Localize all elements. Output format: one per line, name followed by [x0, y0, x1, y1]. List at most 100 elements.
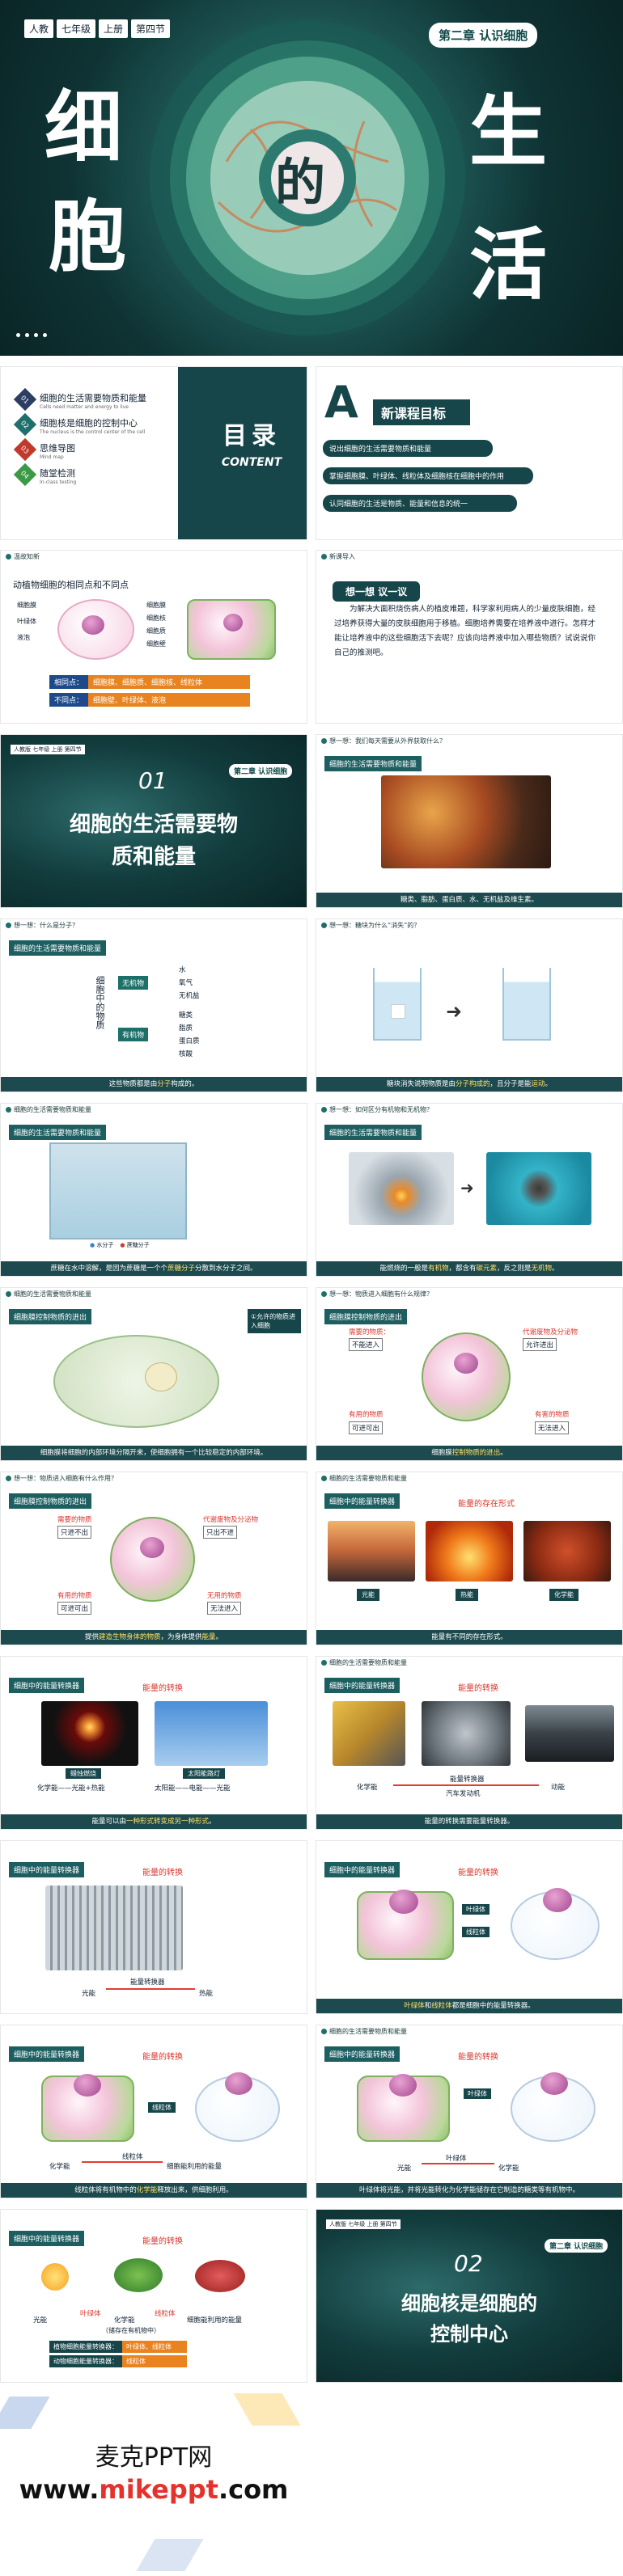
toc-sub: Cells need matter and energy to live: [40, 404, 129, 410]
toc-sub: Mind map: [40, 454, 64, 460]
topic-box: 细胞中的能量转换器: [324, 1862, 400, 1877]
goals-title: 新课程目标: [373, 399, 471, 425]
energy-right: 热能: [199, 1990, 214, 1998]
caption: 叶绿体和线粒体都是细胞中的能量转换器。: [316, 1999, 622, 2013]
side-note: ①允许的物质进入细胞: [248, 1309, 301, 1333]
sunset-photo: [328, 1521, 415, 1581]
nucleus: [145, 1362, 177, 1391]
arrow-line: [393, 1784, 539, 1786]
chapter-badge: 第二章 认识细胞: [429, 23, 538, 48]
item: 氧气: [179, 979, 193, 987]
chloroplast-icon: [114, 2258, 163, 2292]
energy-title: 能量的转换: [458, 1684, 498, 1693]
goal-item: 说出细胞的生活需要物质和能量: [323, 440, 493, 457]
mid: 叶绿体: [446, 2155, 467, 2163]
section-badge: 第二章 认识细胞: [229, 764, 293, 778]
label: 代谢废物及分泌物: [203, 1516, 259, 1524]
goals-slide: A 新课程目标 说出细胞的生活需要物质和能量 掌握细胞膜、叶绿体、线粒体及细胞核…: [316, 366, 623, 540]
nucleus: [223, 614, 243, 631]
caption: 细胞膜控制物质的进出。: [316, 1446, 622, 1460]
mid-label: 能量转换器: [450, 1776, 485, 1784]
label: 叶绿体: [17, 618, 36, 625]
toc-label[interactable]: 思维导图: [40, 443, 75, 454]
slide-header: 细胞的生活需要物质和能量: [316, 2025, 622, 2037]
goal-item: 掌握细胞膜、叶绿体、线粒体及细胞核在细胞中的作用: [323, 467, 533, 484]
energy-left: 化学能: [49, 2163, 70, 2171]
toc-label[interactable]: 细胞核是细胞的控制中心: [40, 418, 138, 429]
cell-illustration: [150, 20, 465, 336]
brand-url[interactable]: www.mikeppt.com: [19, 2474, 289, 2505]
footer: 麦克PPT网 www.mikeppt.com: [0, 2393, 623, 2576]
energy-label: 化学能: [549, 1589, 578, 1601]
toc-heading: 目录: [222, 422, 281, 450]
dots-decoration: [16, 333, 47, 337]
slide-header: 细胞的生活需要物质和能量: [316, 1472, 622, 1484]
tag: 不能进入: [349, 1338, 384, 1351]
topic-box: 细胞膜控制物质的进出: [9, 1309, 92, 1324]
energy-right: 细胞能利用的能量: [167, 2163, 222, 2171]
label: 细胞膜: [17, 602, 36, 609]
burner-photo: [349, 1152, 454, 1225]
tag: 只进不出: [57, 1526, 92, 1539]
caption: 能量的转换需要能量转换器。: [316, 1814, 622, 1829]
think-text: 为解决大面积烧伤病人的植皮难题，科学家利用病人的少量皮肤细胞，经过培养获得大量的…: [334, 605, 596, 657]
topic-box: 细胞中的能量转换器: [9, 1862, 85, 1877]
item: 无机盐: [179, 992, 200, 1000]
title-char: 的: [275, 153, 326, 212]
summary-slide: 细胞中的能量转换器 能量的转换 光能 叶绿体 化学能 线粒体 细胞能利用的能量 …: [0, 2209, 307, 2383]
caption: 叶绿体将光能，并将光能转化为化学能储存在它制造的糖类等有机物中。: [316, 2183, 622, 2198]
nucleus: [140, 1537, 164, 1558]
energy-title: 能量的转换: [142, 2053, 183, 2062]
nucleus: [543, 1888, 572, 1912]
topic-box: 细胞的生活需要物质和能量: [9, 940, 107, 956]
brand-name: 麦克PPT网: [95, 2443, 213, 2472]
caption: 蔗糖在水中溶解，是因为蔗糖是一个个蔗糖分子分散到水分子之间。: [1, 1261, 307, 1276]
topic-box: 细胞的生活需要物质和能量: [324, 756, 422, 771]
item: 脂质: [179, 1024, 193, 1033]
section-badge: 第二章 认识细胞: [545, 2239, 608, 2253]
nucleus: [389, 2074, 417, 2097]
toc-heading-en: CONTENT: [221, 456, 282, 469]
think-title: 想一想 议一议: [333, 581, 421, 602]
topic-box: 细胞中的能量转换器: [324, 1493, 400, 1509]
tag: 无法进入: [207, 1602, 242, 1615]
slide-header: 想一想：如何区分有机物和无机物？: [316, 1104, 622, 1115]
goals-logo: A: [324, 377, 358, 428]
deco-shape: [136, 2539, 204, 2571]
energy-left: 化学能: [357, 1784, 378, 1792]
slide-header: 细胞的生活需要物质和能量: [316, 1657, 622, 1668]
energy-label: 热能: [456, 1589, 478, 1601]
summary-list: 植物细胞能量转换器：叶绿体、线粒体 动物细胞能量转换器：线粒体: [49, 2341, 187, 2367]
section-02-slide: 人教版 七年级 上册 第四节 第二章 认识细胞 02 细胞核是细胞的 控制中心: [316, 2209, 623, 2383]
review-question: 动植物细胞的相同点和不同点: [13, 580, 129, 590]
diff-row: 不同点： 细胞壁、叶绿体、液泡: [49, 693, 251, 707]
glass-dissolved: [502, 968, 551, 1041]
energy-forms-slide: 细胞的生活需要物质和能量 细胞中的能量转换器 能量的存在形式 光能 热能 化学能…: [316, 1472, 623, 1645]
toc-label[interactable]: 随堂检测: [40, 468, 75, 479]
membrane-slide: 细胞的生活需要物质和能量 细胞膜控制物质的进出 ①允许的物质进入细胞 细胞膜将细…: [0, 1287, 307, 1461]
fire-photo: [426, 1521, 513, 1581]
slide-header: 想一想：物质进入细胞有什么作用？: [1, 1472, 307, 1484]
beaker: [49, 1142, 187, 1239]
toc-num: 02: [13, 412, 37, 437]
section-num: 02: [454, 2250, 483, 2277]
organelle-label: 线粒体: [148, 2102, 176, 2113]
slide-header: 想一想：什么是分子？: [1, 919, 307, 931]
cover-tag: 上册: [99, 19, 129, 38]
mito-slide: 细胞中的能量转换器 能量的转换 线粒体 化学能 线粒体 细胞能利用的能量 线粒体…: [0, 2025, 307, 2198]
mid: 线粒体: [122, 2153, 143, 2161]
section-num: 01: [138, 767, 167, 794]
membrane3-slide: 想一想：物质进入细胞有什么作用？ 细胞膜控制物质的进出 需要的物质 代谢废物及分…: [0, 1472, 307, 1645]
mid: 汽车发动机: [446, 1790, 481, 1798]
organelle-label: 叶绿体: [462, 1904, 490, 1915]
nucleus: [389, 1890, 418, 1914]
goal-item: 认同细胞的生活是物质、能量和信息的统一: [323, 495, 517, 512]
sun-icon: [41, 2263, 69, 2291]
legend: ● 水分子 ● 蔗糖分子: [90, 1242, 150, 1248]
organelle-label: 叶绿体: [464, 2088, 491, 2099]
toc-label[interactable]: 细胞的生活需要物质和能量: [40, 393, 146, 403]
arrow-icon: ➜: [460, 1178, 474, 1197]
